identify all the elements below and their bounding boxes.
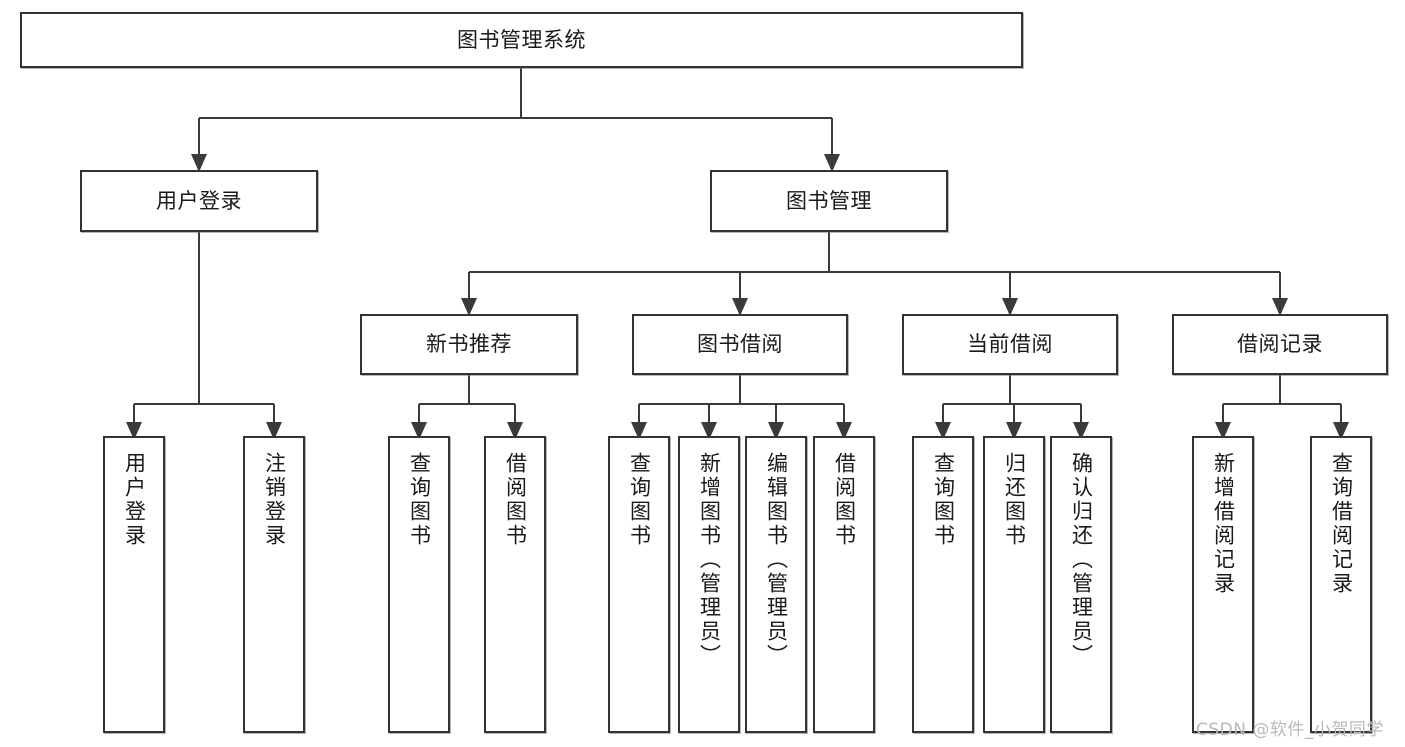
leaf-user-login-label: 用户登录 bbox=[122, 452, 147, 548]
node-book-management[interactable]: 图书管理 bbox=[710, 170, 948, 232]
leaf-user-login[interactable]: 用户登录 bbox=[103, 436, 165, 733]
leaf-user-logout[interactable]: 注销登录 bbox=[243, 436, 305, 733]
leaf-query-book-current[interactable]: 查询图书 bbox=[912, 436, 974, 733]
node-user-login-label: 用户登录 bbox=[156, 188, 242, 213]
node-borrow-records[interactable]: 借阅记录 bbox=[1172, 314, 1388, 375]
leaf-confirm-return-admin-label: 确认归还（管理员） bbox=[1069, 452, 1094, 668]
node-current-borrow-label: 当前借阅 bbox=[967, 332, 1053, 357]
node-new-book-recommend-label: 新书推荐 bbox=[426, 332, 512, 357]
leaf-borrow-book-recommend-label: 借阅图书 bbox=[503, 452, 528, 548]
node-root-label: 图书管理系统 bbox=[457, 27, 586, 52]
node-book-borrow[interactable]: 图书借阅 bbox=[632, 314, 848, 375]
csdn-watermark: CSDN @软件_小贺同学 bbox=[1196, 720, 1384, 740]
leaf-add-book-admin[interactable]: 新增图书（管理员） bbox=[678, 436, 740, 733]
leaf-add-borrow-record-label: 新增借阅记录 bbox=[1211, 452, 1236, 596]
leaf-query-borrow-record[interactable]: 查询借阅记录 bbox=[1310, 436, 1372, 733]
leaf-query-book-borrow-label: 查询图书 bbox=[627, 452, 652, 548]
node-new-book-recommend[interactable]: 新书推荐 bbox=[360, 314, 578, 375]
leaf-borrow-book[interactable]: 借阅图书 bbox=[813, 436, 875, 733]
node-user-login[interactable]: 用户登录 bbox=[80, 170, 318, 232]
leaf-return-book[interactable]: 归还图书 bbox=[983, 436, 1045, 733]
leaf-confirm-return-admin[interactable]: 确认归还（管理员） bbox=[1050, 436, 1112, 733]
leaf-query-book-recommend[interactable]: 查询图书 bbox=[388, 436, 450, 733]
leaf-edit-book-admin[interactable]: 编辑图书（管理员） bbox=[745, 436, 807, 733]
leaf-borrow-book-label: 借阅图书 bbox=[832, 452, 857, 548]
node-book-management-label: 图书管理 bbox=[786, 188, 872, 213]
leaf-query-book-current-label: 查询图书 bbox=[931, 452, 956, 548]
node-current-borrow[interactable]: 当前借阅 bbox=[902, 314, 1118, 375]
leaf-query-book-recommend-label: 查询图书 bbox=[407, 452, 432, 548]
leaf-add-borrow-record[interactable]: 新增借阅记录 bbox=[1192, 436, 1254, 733]
leaf-query-book-borrow[interactable]: 查询图书 bbox=[608, 436, 670, 733]
leaf-query-borrow-record-label: 查询借阅记录 bbox=[1329, 452, 1354, 596]
node-borrow-records-label: 借阅记录 bbox=[1237, 332, 1323, 357]
node-root[interactable]: 图书管理系统 bbox=[20, 12, 1023, 68]
leaf-borrow-book-recommend[interactable]: 借阅图书 bbox=[484, 436, 546, 733]
leaf-edit-book-admin-label: 编辑图书（管理员） bbox=[764, 452, 789, 668]
node-book-borrow-label: 图书借阅 bbox=[697, 332, 783, 357]
leaf-add-book-admin-label: 新增图书（管理员） bbox=[697, 452, 722, 668]
leaf-user-logout-label: 注销登录 bbox=[262, 452, 287, 548]
leaf-return-book-label: 归还图书 bbox=[1002, 452, 1027, 548]
